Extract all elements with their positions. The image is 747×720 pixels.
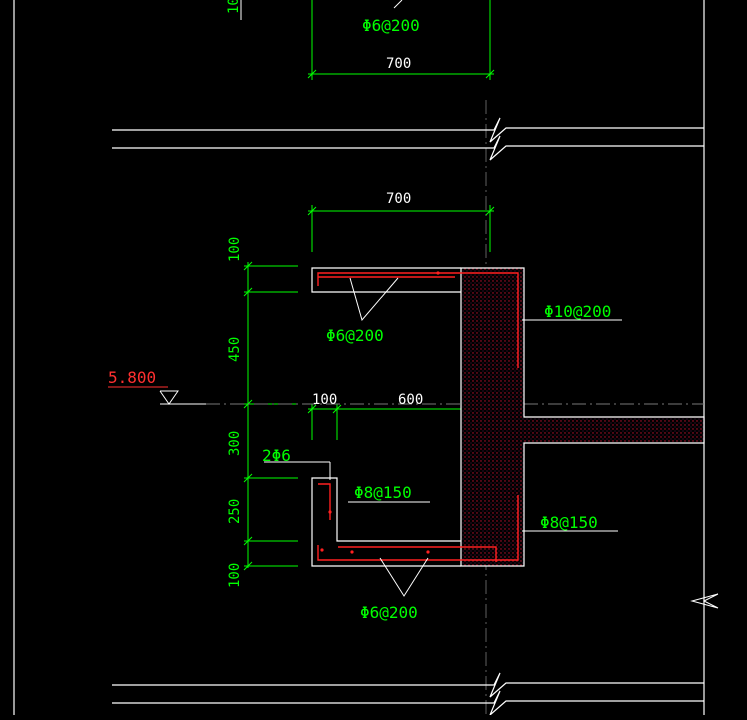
rebar-inner-stirrup-label: Φ8@150 <box>354 483 412 502</box>
view-arrow-icon <box>690 593 719 609</box>
top-partial-section <box>240 0 495 80</box>
concrete-wall-section <box>460 267 705 567</box>
lower-break-line <box>112 672 704 716</box>
horizontal-dimension-100-600 <box>206 403 704 460</box>
dim-100-inner-label: 100 <box>312 392 337 408</box>
leader-lines <box>264 277 622 597</box>
dim-100-top-label: 100 <box>227 237 243 262</box>
dim-250-label: 250 <box>227 499 243 524</box>
top-partial-dim-label: 100 <box>226 0 242 14</box>
mid-width-dimension <box>307 205 495 252</box>
top-width-label: 700 <box>386 56 411 72</box>
dim-100-bottom-label: 100 <box>227 563 243 588</box>
cornice-outline <box>311 267 461 567</box>
mid-width-label: 700 <box>386 191 411 207</box>
rebar-lower-slab-label: Φ6@200 <box>360 603 418 622</box>
dim-450-label: 450 <box>227 337 243 362</box>
dim-600-label: 600 <box>398 392 423 408</box>
rebar-2phi6-label: 2Φ6 <box>262 446 291 465</box>
rebar-lines <box>317 272 519 562</box>
drawing-frame <box>13 0 705 715</box>
rebar-dots <box>320 271 440 554</box>
rebar-wall-top-label: Φ10@200 <box>544 302 611 321</box>
elevation-label: 5.800 <box>108 368 156 387</box>
upper-break-line <box>112 117 704 161</box>
dim-300-label: 300 <box>227 431 243 456</box>
top-rebar-label: Φ6@200 <box>362 16 420 35</box>
elevation-marker <box>108 386 206 405</box>
rebar-upper-slab-label: Φ6@200 <box>326 326 384 345</box>
left-vertical-dimension <box>243 261 298 571</box>
rebar-wall-bottom-label: Φ8@150 <box>540 513 598 532</box>
